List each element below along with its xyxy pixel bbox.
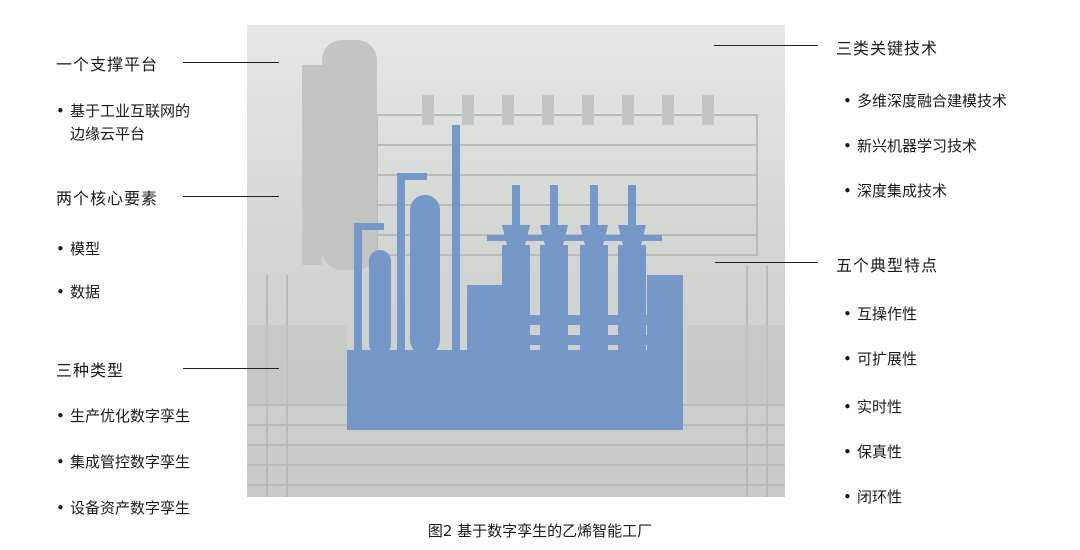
- bullet-dot: •: [56, 499, 65, 517]
- bullet-text: 互操作性: [857, 305, 918, 323]
- bullet-dot: •: [843, 182, 852, 200]
- bullet-text: 闭环性: [857, 488, 903, 506]
- bullet-dot: •: [843, 137, 852, 155]
- plant-illustration: [247, 40, 785, 497]
- bullet-item: • 新兴机器学习技术: [843, 135, 977, 157]
- bullet-item: • 互操作性: [843, 303, 917, 325]
- bullet-dot: •: [56, 283, 65, 301]
- bullet-dot: •: [56, 407, 65, 425]
- bullet-dot: •: [843, 398, 852, 416]
- leader-line: [183, 368, 279, 369]
- bullet-text: 模型: [70, 240, 101, 258]
- bullet-dot: •: [843, 92, 852, 110]
- bullet-item: • 深度集成技术: [843, 180, 947, 202]
- bullet-text: 深度集成技术: [857, 182, 948, 200]
- bullet-text: 多维深度融合建模技术: [857, 92, 1008, 110]
- right-heading-tech: 三类关键技术: [836, 39, 939, 58]
- bullet-text: 设备资产数字孪生: [70, 499, 191, 517]
- plant-silhouette: [347, 125, 683, 430]
- left-heading-elements: 两个核心要素: [56, 189, 159, 208]
- bullet-item: • 基于工业互联网的: [56, 100, 190, 122]
- bullet-text: 生产优化数字孪生: [70, 407, 191, 425]
- bullet-text: 可扩展性: [857, 350, 918, 368]
- bullet-item: • 数据: [56, 281, 100, 303]
- bullet-text: 实时性: [857, 398, 903, 416]
- bullet-item: • 保真性: [843, 441, 902, 463]
- bullet-item: • 多维深度融合建模技术: [843, 90, 1007, 112]
- leader-line: [183, 62, 279, 63]
- bullet-item: • 可扩展性: [843, 348, 917, 370]
- bullet-item: • 生产优化数字孪生: [56, 405, 190, 427]
- bullet-text: 保真性: [857, 443, 903, 461]
- bullet-dot: •: [843, 488, 852, 506]
- figure-caption: 图2 基于数字孪生的乙烯智能工厂: [427, 522, 653, 540]
- bullet-dot: •: [843, 305, 852, 323]
- bullet-dot: •: [56, 240, 65, 258]
- right-heading-features: 五个典型特点: [836, 256, 939, 275]
- bullet-item: • 闭环性: [843, 486, 902, 508]
- left-heading-platform: 一个支撑平台: [56, 55, 159, 74]
- bullet-item: • 设备资产数字孪生: [56, 497, 190, 519]
- bullet-text: 基于工业互联网的: [70, 102, 191, 120]
- bullet-dot: •: [56, 102, 65, 120]
- bullet-text: 集成管控数字孪生: [70, 453, 191, 471]
- bullet-dot: •: [843, 350, 852, 368]
- plant-photo-background: [247, 25, 785, 497]
- leader-line: [715, 262, 818, 263]
- bullet-item: • 集成管控数字孪生: [56, 451, 190, 473]
- bullet-item: • 实时性: [843, 396, 902, 418]
- bullet-continuation: 边缘云平台: [70, 125, 146, 143]
- leader-line: [714, 45, 818, 46]
- bullet-dot: •: [56, 453, 65, 471]
- leader-line: [183, 196, 279, 197]
- bullet-dot: •: [843, 443, 852, 461]
- left-heading-types: 三种类型: [56, 361, 125, 380]
- bullet-text: 数据: [70, 283, 101, 301]
- bullet-item: • 模型: [56, 238, 100, 260]
- bullet-text: 新兴机器学习技术: [857, 137, 978, 155]
